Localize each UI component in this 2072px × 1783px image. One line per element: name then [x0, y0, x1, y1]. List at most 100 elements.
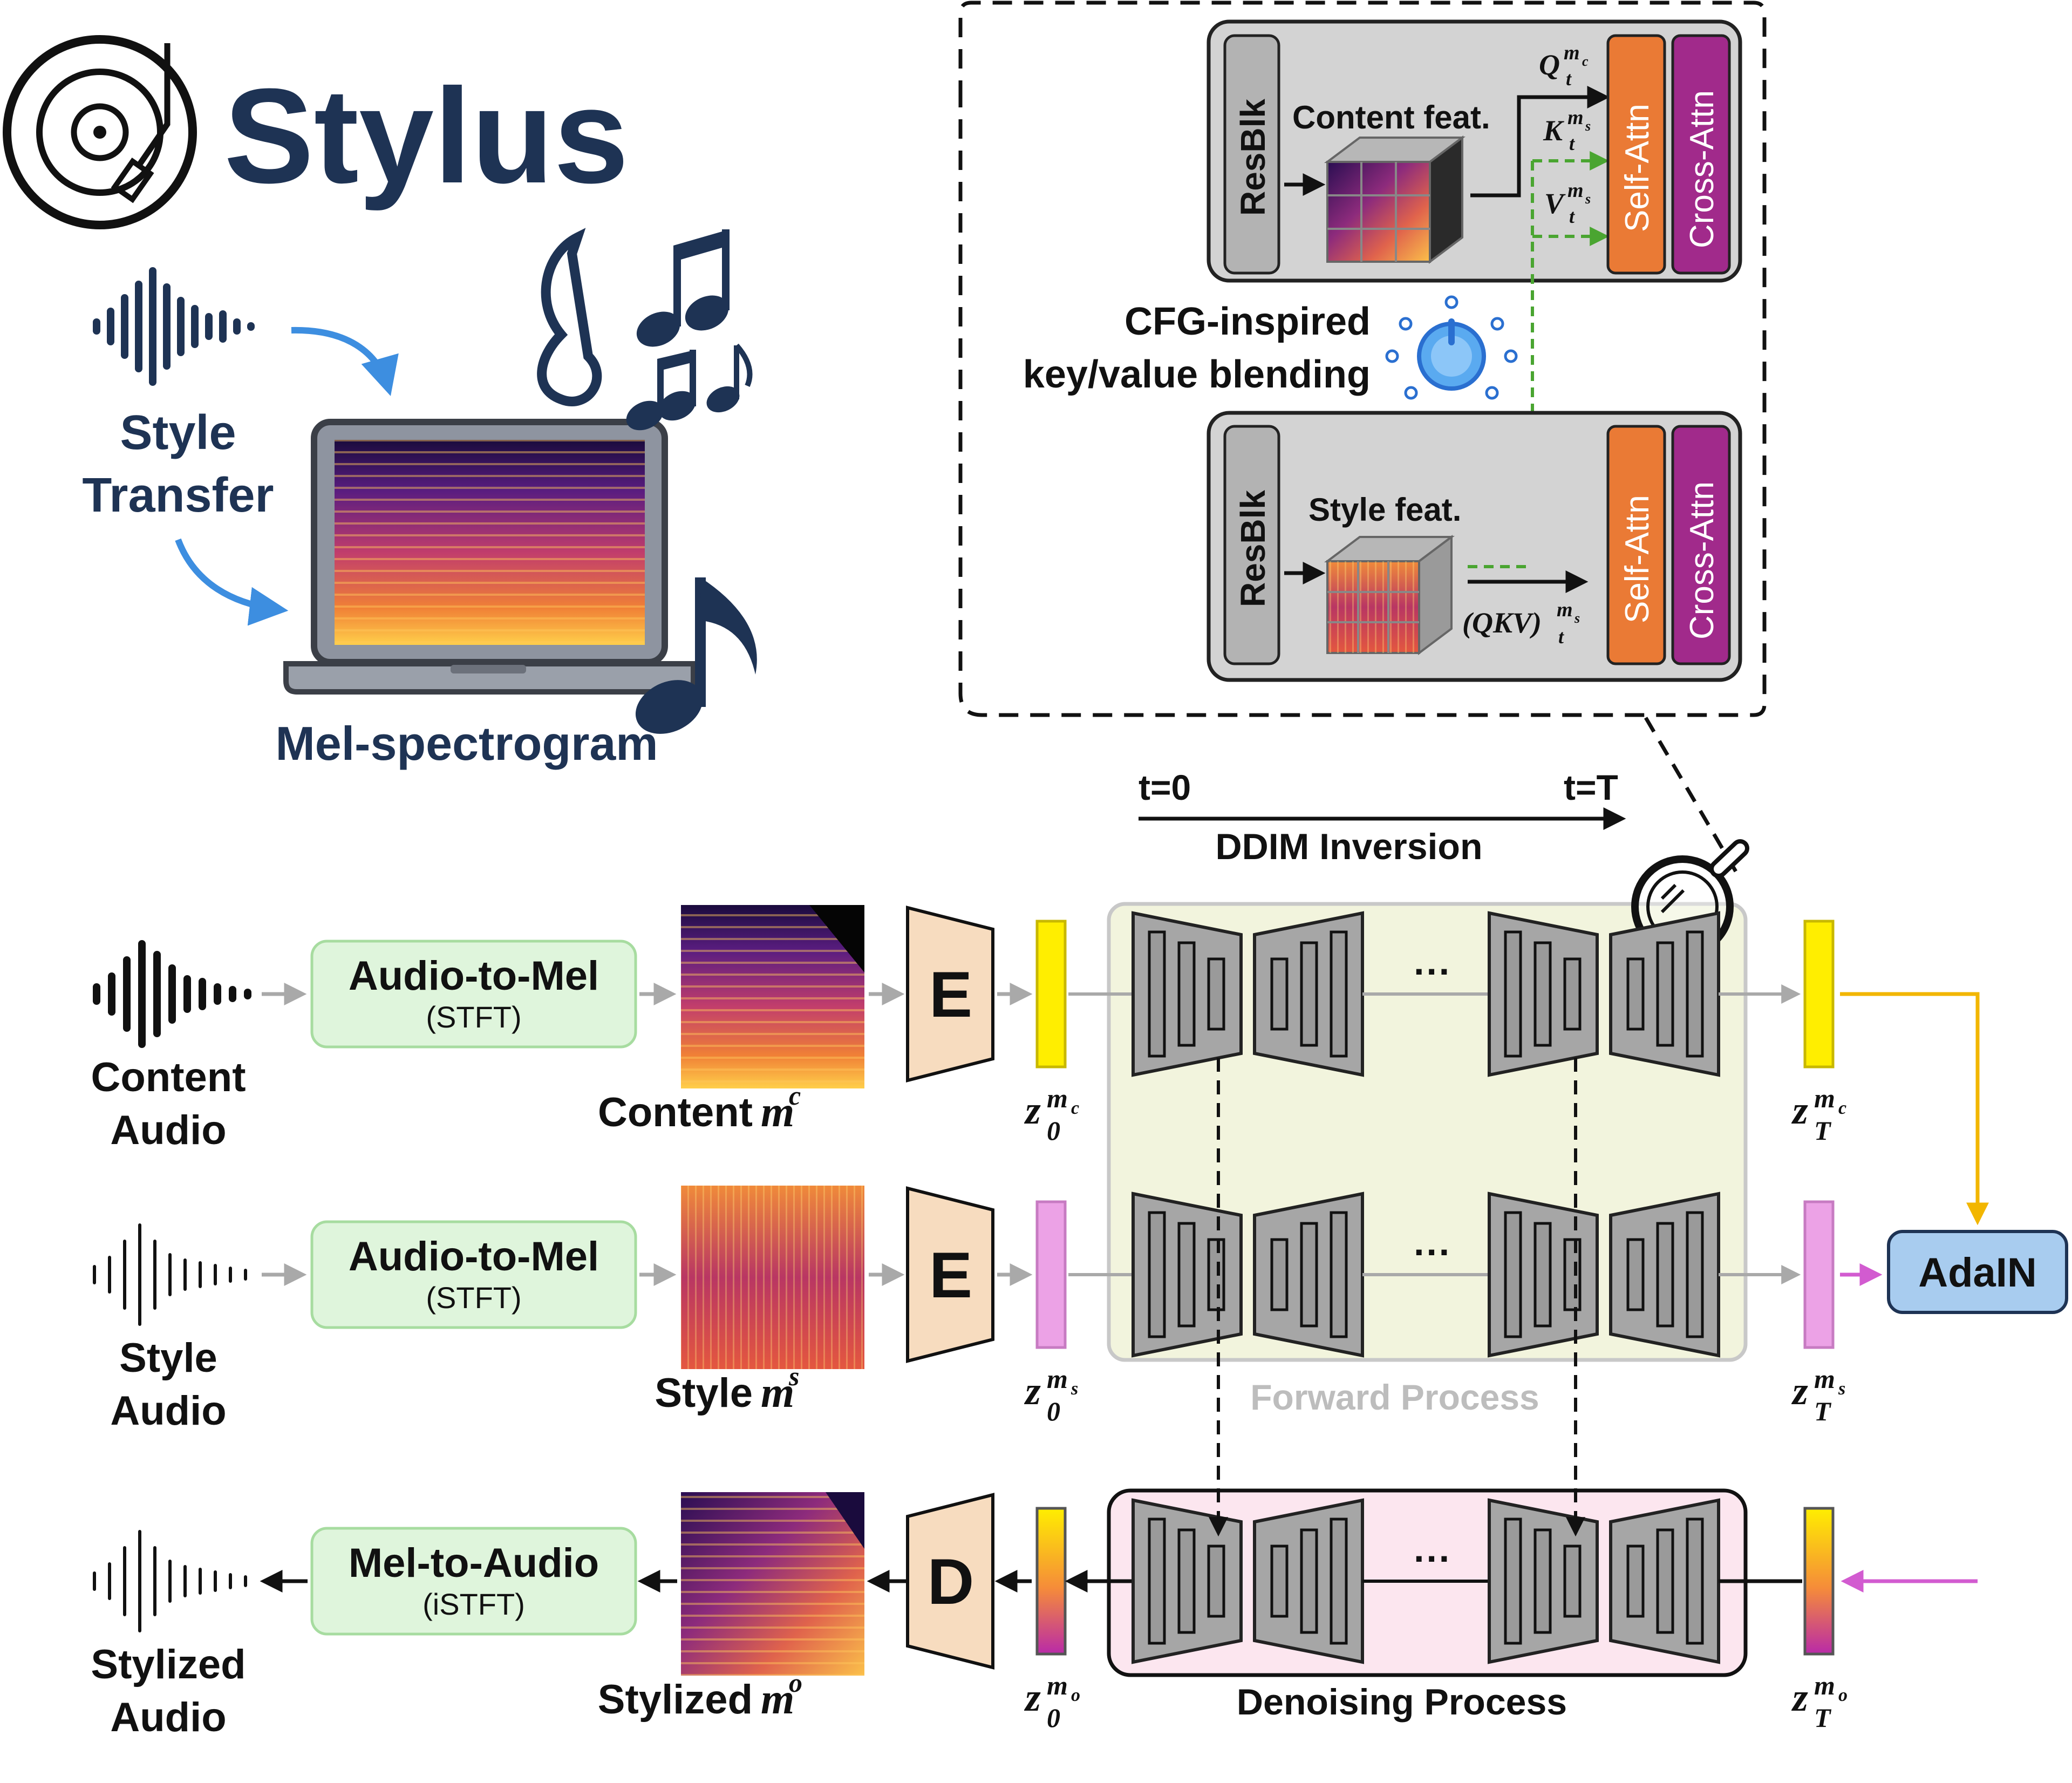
- z0-sup-m: m: [1047, 1670, 1068, 1700]
- unet-bar: [1563, 1238, 1582, 1311]
- knob-icon: [1385, 295, 1518, 400]
- z0-sup: s: [1071, 1379, 1078, 1399]
- self-attn-label-top: Self-Attn: [1619, 104, 1656, 232]
- zT-sub: T: [1814, 1396, 1832, 1426]
- audio-label-line2: Audio: [110, 1694, 226, 1740]
- mel-texture: [681, 905, 864, 1088]
- unet-bar: [1207, 957, 1225, 1031]
- forward-process-label: Forward Process: [1250, 1377, 1539, 1417]
- unet-bar: [1504, 1211, 1522, 1338]
- mel-spectrogram-image: [681, 905, 864, 1088]
- waveform-bar: [123, 1546, 126, 1616]
- mel-spectrogram-label: Mel-spectrogram: [275, 717, 658, 770]
- unet-bar: [1533, 941, 1552, 1047]
- latent-z0: [1035, 1200, 1067, 1349]
- content-feat-label: Content feat.: [1292, 99, 1490, 135]
- logo-title: Stylus: [224, 60, 629, 211]
- zT-sup-m: m: [1814, 1364, 1835, 1394]
- zT-sup-m: m: [1814, 1670, 1835, 1700]
- z0-sub: 0: [1047, 1396, 1060, 1426]
- unet-bar: [1504, 930, 1522, 1058]
- k-sup-s: s: [1585, 118, 1591, 134]
- waveform-bar: [153, 951, 161, 1037]
- mel-caption-sup: o: [789, 1668, 802, 1698]
- style-feature-cube: [1324, 535, 1455, 655]
- style-feat-label: Style feat.: [1308, 492, 1461, 528]
- unet-bar: [1148, 1517, 1166, 1645]
- resblk-label-bottom: ResBlk: [1233, 490, 1272, 607]
- adain-block: AdaIN: [1840, 992, 2068, 1593]
- style-attention-block: ResBlk Style feat. (QKV) m s t Self-Attn: [1207, 411, 1742, 682]
- mel-caption-symbol: m: [761, 1088, 794, 1136]
- v-sub-t: t: [1569, 206, 1575, 227]
- waveform-bar: [229, 1267, 232, 1283]
- converter-subtitle: (iSTFT): [422, 1587, 525, 1621]
- latent-zT: [1803, 920, 1835, 1069]
- qkv-label: (QKV): [1462, 607, 1542, 639]
- unet-bar: [1330, 1211, 1348, 1338]
- arrow-from-transfer-icon: [175, 538, 289, 626]
- z0-sup: c: [1071, 1098, 1079, 1118]
- waveform-bar: [168, 1560, 172, 1603]
- unet-bar: [1686, 1517, 1704, 1645]
- zT-sup-m: m: [1814, 1083, 1835, 1113]
- v-label: V: [1544, 187, 1566, 220]
- arrow-to-laptop-icon: [291, 326, 399, 396]
- mel-texture: [681, 1492, 864, 1676]
- v-sup-s: s: [1585, 191, 1591, 207]
- unet-bar: [1300, 941, 1318, 1047]
- mel-caption-name: Content: [598, 1090, 753, 1135]
- row-2: StylizedAudioMel-to-Audio(iSTFT)Stylized…: [91, 1492, 1848, 1740]
- unet-bar: [1300, 1528, 1318, 1634]
- waveform-bar: [153, 1240, 156, 1310]
- waveform-bar: [199, 1261, 202, 1288]
- waveform-bar: [214, 983, 221, 1005]
- v-sup-m: m: [1567, 179, 1584, 202]
- waveform-bar: [183, 1258, 187, 1291]
- unet-bar: [1626, 1238, 1645, 1311]
- z0-sup-m: m: [1047, 1083, 1068, 1113]
- ellipsis: ···: [1414, 950, 1451, 992]
- decoder-block: [906, 1493, 994, 1670]
- qkv-sup-m: m: [1557, 598, 1573, 621]
- unet-bar: [1207, 1238, 1225, 1311]
- ellipsis: ···: [1414, 1537, 1451, 1580]
- intro-illustration: Style Transfer Me: [82, 228, 757, 770]
- zT-sup: s: [1838, 1379, 1845, 1399]
- unet-bar: [1626, 1544, 1645, 1618]
- unet-bar: [1533, 1222, 1552, 1328]
- unet-bar: [1148, 930, 1166, 1058]
- resblk-label-top: ResBlk: [1233, 99, 1272, 216]
- unet-bar: [1656, 1222, 1674, 1328]
- zT-sub: T: [1814, 1115, 1832, 1146]
- waveform-bar: [244, 1269, 247, 1281]
- latent-zT: [1803, 1200, 1835, 1349]
- mel-caption-symbol: m: [761, 1369, 794, 1417]
- z0-sup: o: [1071, 1685, 1080, 1705]
- waveform-bar: [93, 1265, 96, 1284]
- audio-label-line2: Audio: [110, 1388, 226, 1434]
- unet-bar: [1177, 1528, 1196, 1634]
- converter-title: Mel-to-Audio: [349, 1540, 599, 1586]
- unet-bar: [1330, 930, 1348, 1058]
- z0-sub: 0: [1047, 1703, 1060, 1733]
- waveform-bar: [108, 972, 115, 1016]
- blend-label-line2: key/value blending: [1023, 353, 1371, 396]
- converter-subtitle: (STFT): [426, 1281, 521, 1315]
- zT-sub: T: [1814, 1703, 1832, 1733]
- q-sub-t: t: [1566, 68, 1572, 90]
- denoising-process-label: Denoising Process: [1237, 1682, 1567, 1723]
- mel-spectrogram-image: [681, 1492, 864, 1676]
- converter-title: Audio-to-Mel: [349, 953, 599, 999]
- zoom-callout: ResBlk Content feat. Q m c t K m s t: [958, 1, 1767, 875]
- logo: Stylus: [3, 35, 629, 229]
- audio-label-line1: Content: [91, 1054, 246, 1100]
- mel-caption-name: Stylized: [598, 1677, 753, 1723]
- waveform-bar: [168, 1253, 172, 1296]
- converter-box: [310, 1527, 637, 1636]
- unet-bar: [1686, 930, 1704, 1058]
- waveform-bar: [108, 1256, 111, 1294]
- z0-sub: 0: [1047, 1115, 1060, 1146]
- unet-bar: [1177, 941, 1196, 1047]
